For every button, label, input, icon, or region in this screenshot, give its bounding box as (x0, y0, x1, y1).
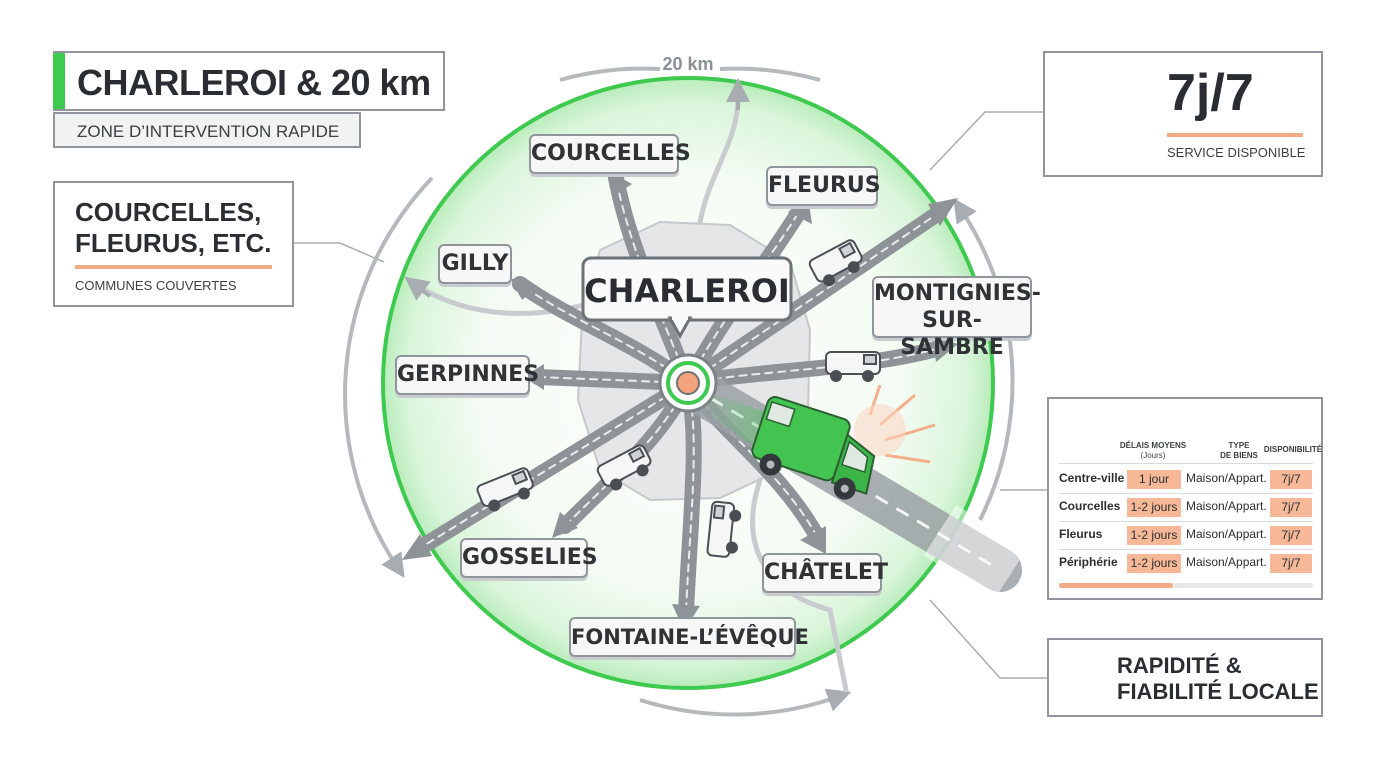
header-delay-label: DÉLAIS MOYENS (1119, 441, 1187, 450)
commune-label-gilly: GILLY (438, 244, 512, 284)
row-delay: 1-2 jours (1127, 554, 1181, 573)
service-underline (1167, 133, 1303, 137)
row-zone: Courcelles (1059, 499, 1121, 513)
header-availability: DISPONIBILITÉ (1261, 445, 1325, 455)
table-divider (1059, 493, 1313, 494)
service-caption: SERVICE DISPONIBLE (1167, 145, 1306, 160)
commune-label-courcelles: COURCELLES (529, 134, 691, 174)
commune-label-gerpinnes: GERPINNES (395, 355, 539, 395)
row-availability: 7j/7 (1270, 554, 1312, 573)
communes-line-2: FLEURUS, ETC. (75, 228, 272, 258)
header-type-label: TYPE (1228, 441, 1250, 450)
row-zone: Périphérie (1059, 555, 1118, 569)
page-subtitle: ZONE D’INTERVENTION RAPIDE (77, 122, 340, 141)
row-delay: 1-2 jours (1127, 498, 1181, 517)
service-panel: 7j/7 SERVICE DISPONIBLE (1043, 51, 1323, 177)
reliability-panel: RAPIDITÉ & FIABILITÉ LOCALE (1047, 638, 1323, 717)
table-scroll-track (1059, 583, 1313, 588)
header-type: TYPE DE BIENS (1197, 441, 1281, 461)
table-divider (1059, 521, 1313, 522)
center-label-callout: CHARLEROI (581, 256, 793, 340)
row-type: Maison/Appart. (1186, 471, 1267, 485)
row-zone: Fleurus (1059, 527, 1103, 541)
radius-ring (343, 66, 1015, 717)
connector-lines (294, 111, 1047, 679)
communes-caption: COMMUNES COUVERTES (75, 278, 237, 293)
row-delay: 1 jour (1127, 470, 1181, 489)
table-divider (1059, 549, 1313, 550)
commune-label-montignies: MONTIGNIES- SUR-SAMBRE (872, 276, 1041, 360)
commune-label-chatelet: CHÂTELET (762, 553, 888, 593)
communes-underline (75, 265, 272, 269)
header-availability-label: DISPONIBILITÉ (1263, 445, 1323, 454)
row-availability: 7j/7 (1270, 526, 1312, 545)
reliability-heading: RAPIDITÉ & FIABILITÉ LOCALE (1117, 653, 1319, 705)
page-title: CHARLEROI & 20 km (77, 62, 431, 103)
subtitle-panel: ZONE D’INTERVENTION RAPIDE (53, 112, 361, 148)
row-availability: 7j/7 (1270, 498, 1312, 517)
communes-panel: COURCELLES, FLEURUS, ETC. COMMUNES COUVE… (53, 181, 294, 307)
commune-label-fleurus: FLEURUS (766, 166, 881, 206)
row-delay: 1-2 jours (1127, 526, 1181, 545)
header-delay-unit: (Jours) (1140, 451, 1166, 460)
row-type: Maison/Appart. (1186, 527, 1267, 541)
row-zone: Centre-ville (1059, 471, 1125, 485)
title-accent-bar (53, 53, 65, 109)
header-type-label-2: DE BIENS (1220, 451, 1258, 460)
commune-label-fontaine: FONTAINE-L’ÉVÊQUE (569, 617, 809, 657)
row-type: Maison/Appart. (1186, 499, 1267, 513)
service-value: 7j/7 (1167, 64, 1254, 122)
van-fleet (476, 239, 881, 558)
header-delay: DÉLAIS MOYENS (Jours) (1115, 441, 1191, 461)
table-scroll-thumb (1059, 583, 1174, 588)
table-divider (1059, 463, 1313, 464)
title-panel: CHARLEROI & 20 km (53, 51, 445, 111)
commune-label-gosselies: GOSSELIES (460, 538, 598, 578)
reliability-line-1: RAPIDITÉ & (1117, 653, 1242, 678)
communes-heading: COURCELLES, FLEURUS, ETC. (75, 197, 271, 259)
communes-line-1: COURCELLES, (75, 197, 262, 227)
reliability-line-2: FIABILITÉ LOCALE (1117, 679, 1319, 704)
delay-table: DÉLAIS MOYENS (Jours) TYPE DE BIENS DISP… (1047, 397, 1323, 600)
green-van (700, 384, 936, 500)
row-type: Maison/Appart. (1186, 555, 1267, 569)
road-arrows (402, 170, 958, 630)
radius-label: 20 km (662, 54, 713, 74)
row-availability: 7j/7 (1270, 470, 1312, 489)
center-label: CHARLEROI (584, 272, 790, 310)
